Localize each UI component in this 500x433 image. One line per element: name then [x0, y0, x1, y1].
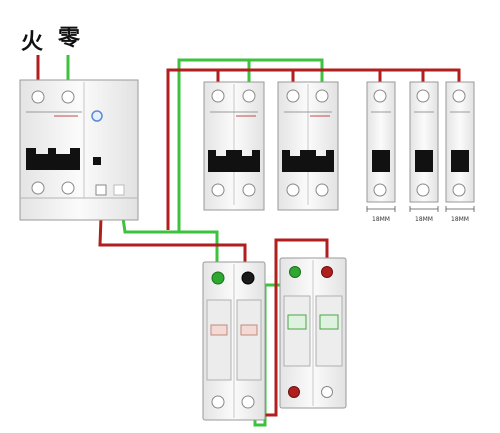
- main-breaker: [19, 79, 139, 221]
- neutral-label: 零: [57, 26, 81, 51]
- live-label: 火: [21, 30, 43, 55]
- single-breaker-3-toggle[interactable]: [451, 150, 469, 172]
- single-breaker-1: [366, 81, 396, 203]
- fuse-window-right: [240, 324, 258, 336]
- single-breaker-1-toggle[interactable]: [372, 150, 390, 172]
- main-breaker-toggle[interactable]: [26, 148, 80, 170]
- branch-breaker-1-toggle[interactable]: [208, 150, 260, 172]
- single-breaker-3: [445, 81, 475, 203]
- fuse-window-left: [210, 324, 228, 336]
- module-width-marks: [366, 206, 475, 212]
- branch-breaker-2: [277, 81, 339, 211]
- module-width-label-2: 18MM: [415, 216, 433, 223]
- single-breaker-2: [409, 81, 439, 203]
- branch-breaker-2-toggle[interactable]: [282, 150, 334, 172]
- module-width-label-3: 18MM: [451, 216, 469, 223]
- leakage-test-button[interactable]: [91, 110, 103, 122]
- spd-terminal-live: [321, 266, 333, 278]
- branch-breaker-1: [203, 81, 265, 211]
- spd-status-window-left: [287, 314, 307, 330]
- single-breaker-2-toggle[interactable]: [415, 150, 433, 172]
- trip-indicator: [93, 157, 101, 165]
- spd-terminal-neutral: [289, 266, 301, 278]
- live-bus-wire: [166, 68, 461, 230]
- fuse-terminal-live: [241, 271, 255, 285]
- spd-status-window-right: [319, 314, 339, 330]
- spd-ground-terminal: [288, 386, 300, 398]
- module-width-label-1: 18MM: [372, 216, 390, 223]
- surge-protector: [279, 257, 347, 409]
- fuse-disconnector: [202, 261, 266, 421]
- fuse-terminal-neutral: [211, 271, 225, 285]
